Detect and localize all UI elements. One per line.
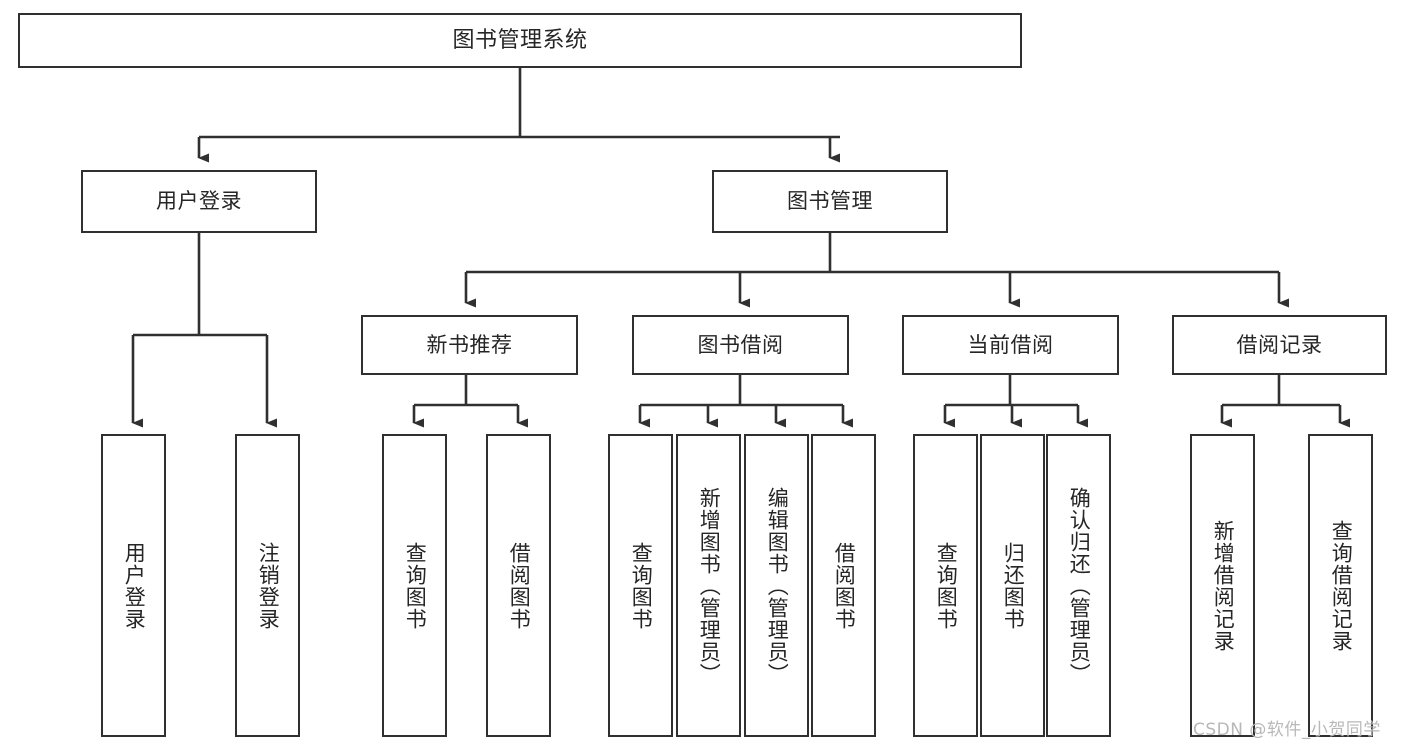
leaf-label: 新增图书（管理员）: [697, 486, 722, 685]
leaf-label: 借阅图书: [832, 541, 857, 630]
leaf-query-book-new[interactable]: 查询图书: [382, 434, 447, 737]
node-book-management[interactable]: 图书管理: [712, 170, 948, 233]
node-label: 当前借阅: [967, 332, 1054, 357]
leaf-label: 用户登录: [122, 541, 147, 630]
node-label: 图书借阅: [697, 332, 784, 357]
leaf-query-book-current[interactable]: 查询图书: [913, 434, 978, 737]
node-new-book-recommend[interactable]: 新书推荐: [361, 315, 578, 375]
leaf-logout[interactable]: 注销登录: [235, 434, 300, 737]
leaf-label: 编辑图书（管理员）: [765, 486, 790, 685]
node-borrow-record[interactable]: 借阅记录: [1172, 315, 1387, 375]
leaf-borrow-book[interactable]: 借阅图书: [811, 434, 876, 737]
node-current-borrow[interactable]: 当前借阅: [902, 315, 1119, 375]
node-label: 图书管理系统: [452, 27, 588, 53]
node-label: 借阅记录: [1236, 332, 1323, 357]
leaf-label: 查询图书: [629, 541, 654, 630]
node-root-book-management-system[interactable]: 图书管理系统: [18, 13, 1022, 68]
leaf-borrow-book-new[interactable]: 借阅图书: [486, 434, 551, 737]
leaf-label: 查询借阅记录: [1329, 519, 1354, 652]
leaf-label: 借阅图书: [507, 541, 532, 630]
leaf-query-borrow-record[interactable]: 查询借阅记录: [1308, 434, 1373, 737]
leaf-edit-book-admin[interactable]: 编辑图书（管理员）: [744, 434, 809, 737]
leaf-return-book[interactable]: 归还图书: [980, 434, 1045, 737]
leaf-query-book-borrow[interactable]: 查询图书: [608, 434, 673, 737]
leaf-user-login[interactable]: 用户登录: [101, 434, 166, 737]
node-label: 图书管理: [787, 189, 873, 214]
leaf-label: 确认归还（管理员）: [1067, 486, 1092, 685]
leaf-label: 归还图书: [1001, 541, 1026, 630]
leaf-add-book-admin[interactable]: 新增图书（管理员）: [676, 434, 741, 737]
csdn-watermark: CSDN @软件_小贺同学: [1193, 720, 1381, 740]
leaf-label: 查询图书: [403, 541, 428, 630]
leaf-label: 查询图书: [934, 541, 959, 630]
leaf-label: 新增借阅记录: [1211, 519, 1236, 652]
leaf-label: 注销登录: [256, 541, 281, 630]
leaf-add-borrow-record[interactable]: 新增借阅记录: [1190, 434, 1255, 737]
node-user-login[interactable]: 用户登录: [81, 170, 317, 233]
node-label: 新书推荐: [426, 332, 513, 357]
node-label: 用户登录: [156, 189, 242, 214]
node-book-borrow[interactable]: 图书借阅: [632, 315, 849, 375]
leaf-confirm-return-admin[interactable]: 确认归还（管理员）: [1046, 434, 1111, 737]
